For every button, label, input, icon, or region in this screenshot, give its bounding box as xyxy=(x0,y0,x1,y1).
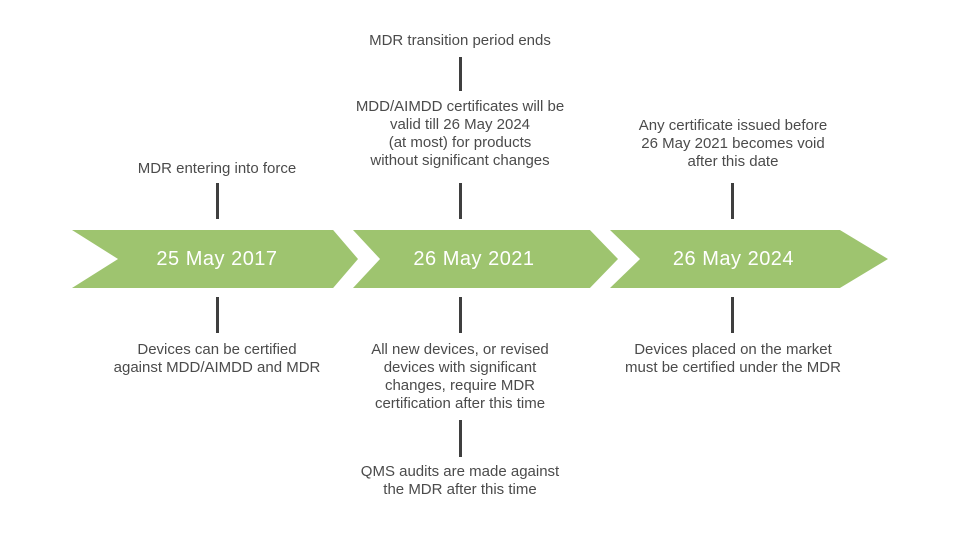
note-certificate-void: Any certificate issued before 26 May 202… xyxy=(638,117,828,170)
note-transition-period-ends: MDR transition period ends xyxy=(369,32,551,49)
connector-line xyxy=(459,420,462,457)
connector-line xyxy=(216,183,219,219)
connector-line xyxy=(731,183,734,219)
milestone-date-2024: 26 May 2024 xyxy=(672,247,795,270)
milestone-date-2017: 25 May 2017 xyxy=(156,247,278,270)
connector-line xyxy=(459,57,462,91)
note-mdr-entering-force: MDR entering into force xyxy=(137,160,297,177)
connector-line xyxy=(459,297,462,333)
connector-line xyxy=(459,183,462,219)
note-certificates-valid-until: MDD/AIMDD certificates will be valid til… xyxy=(355,98,565,169)
connector-line xyxy=(731,297,734,333)
timeline-arrow-2024: 26 May 2024 xyxy=(610,230,888,288)
note-devices-market-mdr: Devices placed on the market must be cer… xyxy=(625,341,841,376)
timeline-arrow-2017: 25 May 2017 xyxy=(72,230,358,288)
milestone-date-2021: 26 May 2021 xyxy=(413,247,535,270)
timeline-arrow-2021: 26 May 2021 xyxy=(353,230,618,288)
note-new-devices-require-mdr: All new devices, or revised devices with… xyxy=(371,341,549,412)
note-devices-certified-mdd-mdr: Devices can be certified against MDD/AIM… xyxy=(113,341,321,376)
connector-line xyxy=(216,297,219,333)
note-qms-audits: QMS audits are made against the MDR afte… xyxy=(360,463,560,498)
